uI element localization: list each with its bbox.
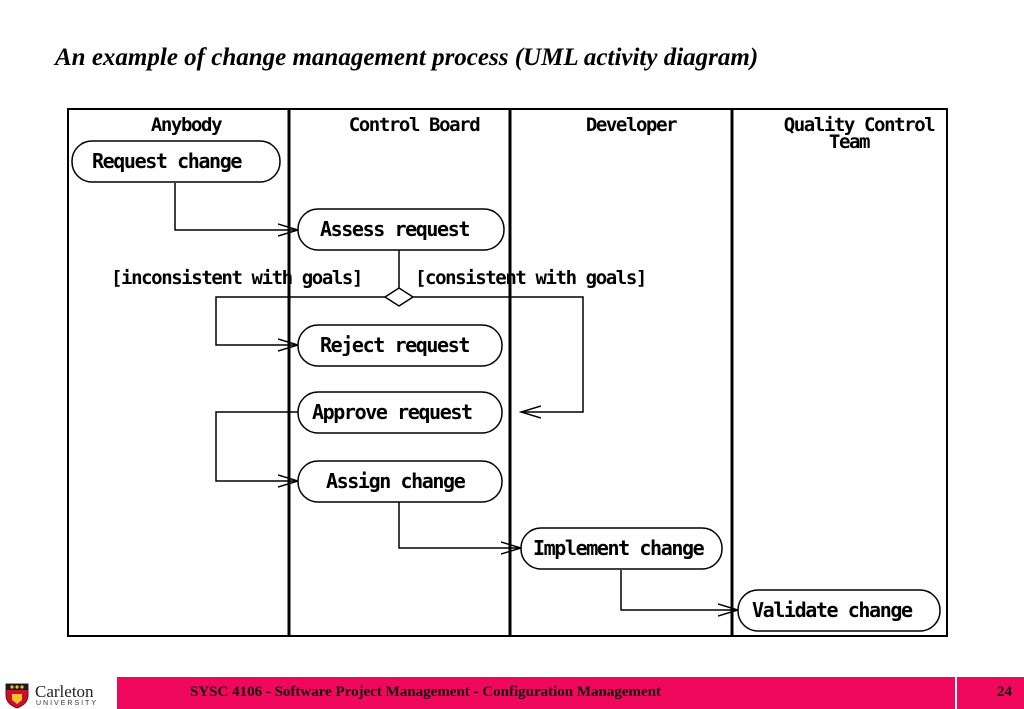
flow-implement-to-validate [620,570,738,610]
activity-label: Implement change [533,536,705,560]
guard-consistent: [consistent with goals] [415,267,646,289]
lane-header-developer: Developer [586,114,677,136]
logo-subtext: UNIVERSITY [36,700,99,707]
logo-wordmark: Carleton [35,682,94,701]
activity-label: Assess request [320,217,469,241]
activity-assess-request: Assess request [297,208,505,251]
activity-label: Assign change [326,469,466,493]
activity-label: Validate change [752,598,913,622]
slide-title: An example of change management process … [55,44,759,71]
flow-request-to-assess [174,183,298,230]
carleton-logo: Carleton UNIVERSITY [3,681,117,709]
activity-label: Approve request [312,400,472,424]
activity-label: Reject request [320,333,469,357]
activity-assign-change: Assign change [297,460,503,503]
flow-assign-to-implement [398,501,521,548]
flow-decision-to-reject [215,296,385,345]
flow-approve-to-assign [215,411,298,481]
lane-header-anybody: Anybody [151,114,222,136]
lane-header-quality-control-line2: Team [829,131,870,153]
guard-inconsistent: [inconsistent with goals] [111,267,362,289]
lane-header-control-board: Control Board [349,114,480,136]
swimlane-frame [67,108,948,637]
course-title: SYSC 4106 - Software Project Management … [190,684,662,700]
decision-diamond [383,287,415,307]
lane-header-quality-control: Quality Control [784,114,936,136]
activity-implement-change: Implement change [520,527,723,570]
activity-reject-request: Reject request [297,324,503,367]
slide-footer: Carleton UNIVERSITY SYSC 4106 - Software… [0,677,1024,709]
activity-label: Request change [92,149,242,173]
activity-validate-change: Validate change [737,589,941,632]
university-crest-icon [5,683,29,709]
footer-bar: SYSC 4106 - Software Project Management … [117,677,955,709]
page-number: 24 [997,684,1012,700]
flow-decision-to-approve [413,296,584,412]
activity-request-change: Request change [71,140,281,183]
page-number-box: 24 [957,677,1024,709]
activity-approve-request: Approve request [297,391,503,434]
